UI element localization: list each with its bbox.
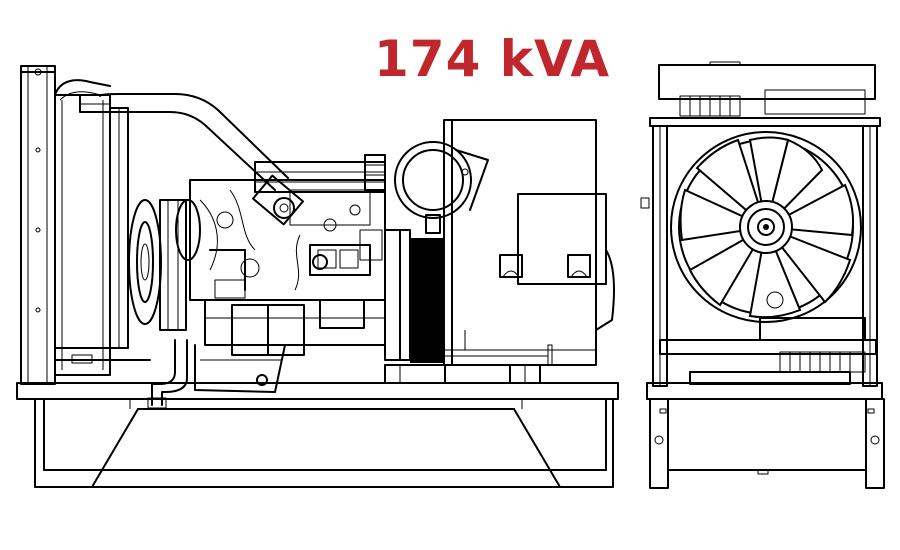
air-filter bbox=[394, 141, 489, 234]
radiator-fan bbox=[670, 131, 862, 323]
alternator bbox=[443, 119, 615, 366]
side-view bbox=[16, 65, 619, 488]
radiator-frame bbox=[20, 65, 151, 385]
base-frame bbox=[16, 382, 619, 488]
flywheel-housing bbox=[384, 229, 444, 363]
front-top-frame bbox=[649, 61, 881, 127]
engine-block bbox=[147, 154, 541, 409]
power-rating-label: 174 kVA bbox=[374, 30, 611, 88]
front-view bbox=[640, 61, 885, 489]
fan-pulley bbox=[128, 199, 201, 331]
intake-pipe bbox=[79, 93, 304, 226]
front-lower-frame bbox=[646, 317, 885, 489]
